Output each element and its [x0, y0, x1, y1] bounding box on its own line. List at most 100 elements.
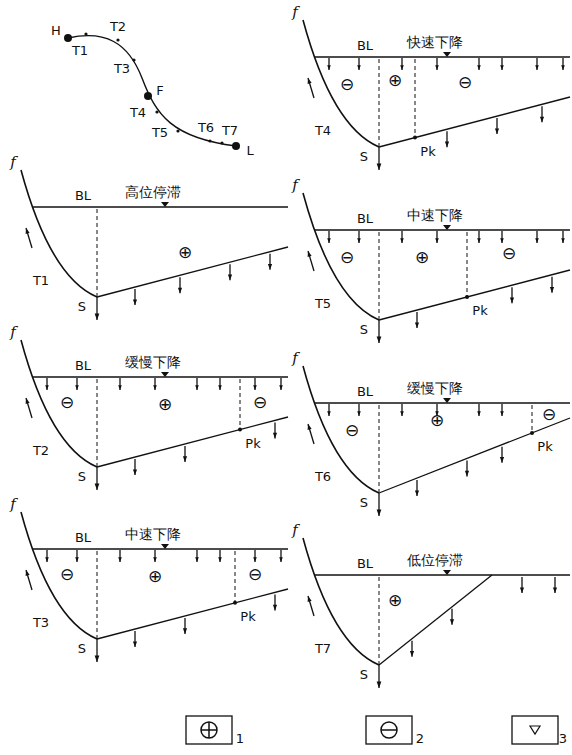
hinge-point	[413, 136, 417, 140]
base-level-fall-arrow-head	[500, 65, 504, 70]
subsidence-arrow-head	[553, 587, 557, 593]
accommodation-symbol: ⊖	[340, 249, 354, 266]
water-level-marker	[443, 570, 451, 575]
stage-label: T3	[114, 62, 130, 75]
point-label: S	[360, 323, 368, 336]
accommodation-symbol: ⊕	[430, 412, 444, 429]
stage-label: T2	[110, 20, 126, 33]
base-level-line	[315, 574, 570, 575]
subsidence-arrow-head	[465, 471, 469, 477]
base-level-fall-arrow-head	[500, 411, 504, 416]
growth-fault	[21, 170, 97, 297]
dashed-divider	[467, 232, 468, 297]
curve-point	[208, 139, 211, 142]
curve-point	[84, 32, 87, 35]
legend-number: 1	[236, 732, 244, 745]
accommodation-symbol: ⊖	[502, 245, 516, 262]
curve-point	[176, 129, 179, 132]
base-level-label: BL	[75, 531, 91, 544]
stage-label: T6	[315, 470, 331, 483]
accommodation-symbol: ⊖	[345, 422, 359, 439]
dashed-divider	[97, 551, 98, 638]
point-label: Pk	[537, 439, 552, 452]
accommodation-symbol: ⊕	[415, 249, 429, 266]
subsidence-arrow-head	[95, 314, 100, 320]
base-level-fall-arrow-head	[279, 385, 283, 390]
basin-floor-line	[97, 589, 288, 639]
stage-label: H	[51, 24, 61, 37]
base-level-label: BL	[75, 359, 91, 372]
hinge-point	[238, 428, 242, 432]
accommodation-symbol: ⊖	[248, 566, 262, 583]
stage-label: T2	[33, 444, 49, 457]
base-level-fall-arrow-head	[218, 385, 222, 390]
base-level-fall-arrow-head	[400, 411, 404, 416]
stage-label: F	[156, 84, 163, 97]
legend-sample	[186, 716, 232, 744]
accommodation-symbol: ⊖	[60, 394, 74, 411]
subsidence-arrow-head	[410, 651, 414, 657]
point-label: S	[360, 150, 368, 163]
fault-slip-arrow	[26, 228, 32, 248]
base-level-fall-arrow-head	[357, 65, 361, 70]
base-level-fall-arrow-head	[253, 557, 257, 562]
subsidence-arrow-head	[183, 456, 187, 462]
base-level-fall-arrow-head	[279, 557, 283, 562]
base-level-fall-arrow-head	[45, 557, 49, 562]
dashed-divider	[532, 405, 533, 433]
base-level-fall-arrow-head	[357, 238, 361, 243]
base-level-fall-arrow-head	[327, 65, 331, 70]
subsidence-arrow-head	[445, 142, 449, 148]
curve-point	[144, 92, 152, 100]
subsidence-arrow-head	[377, 164, 382, 170]
subsidence-arrow-head	[510, 298, 514, 304]
accommodation-symbol: ⊖	[542, 406, 556, 423]
point-label: Pk	[240, 609, 255, 622]
point-label: Pk	[472, 303, 487, 316]
base-level-fall-arrow-head	[75, 385, 79, 390]
water-level-marker	[161, 544, 169, 549]
subsidence-arrow-head	[415, 322, 419, 328]
dashed-divider	[97, 209, 98, 296]
base-level-fall-arrow-head	[400, 65, 404, 70]
accommodation-symbol: ⊕	[388, 72, 402, 89]
base-level-fall-arrow-head	[477, 411, 481, 416]
subsidence-arrow-head	[183, 628, 187, 634]
stage-title: 缓慢下降	[125, 355, 181, 369]
base-level-fall-arrow-head	[561, 238, 565, 243]
legend-symbol	[530, 726, 540, 734]
legend-number: 2	[416, 732, 424, 745]
point-label: Pk	[245, 436, 260, 449]
stage-title: 缓慢下降	[407, 381, 463, 395]
accommodation-symbol: ⊖	[340, 76, 354, 93]
fault-label: f	[10, 497, 16, 512]
base-level-fall-arrow-head	[75, 557, 79, 562]
subsidence-arrow-head	[450, 619, 454, 625]
base-level-fall-arrow-head	[218, 557, 222, 562]
base-level-fall-arrow-head	[153, 557, 157, 562]
stage-label: T1	[72, 44, 88, 57]
fault-label: f	[292, 5, 298, 20]
fault-slip-arrow-head	[308, 251, 312, 257]
base-level-fall-arrow-head	[195, 385, 199, 390]
growth-fault	[21, 340, 97, 467]
accommodation-symbol: ⊖	[458, 74, 472, 91]
subsidence-arrow-head	[228, 275, 232, 281]
growth-fault	[303, 20, 379, 147]
subsidence-arrow-head	[133, 641, 137, 647]
growth-fault	[21, 512, 97, 639]
water-level-marker	[443, 52, 451, 57]
fault-label: f	[10, 155, 16, 170]
base-level-fall-arrow-head	[327, 411, 331, 416]
dashed-divider	[240, 379, 241, 430]
legend-symbol	[201, 722, 217, 738]
stage-label: T4	[130, 106, 146, 119]
accommodation-symbol: ⊕	[178, 244, 192, 261]
fault-slip-arrow-head	[26, 228, 30, 234]
base-level-label: BL	[75, 189, 91, 202]
subsidence-arrow-head	[415, 490, 419, 496]
fault-label: f	[292, 178, 298, 193]
basin-floor-line	[97, 417, 288, 467]
accommodation-symbol: ⊕	[388, 592, 402, 609]
